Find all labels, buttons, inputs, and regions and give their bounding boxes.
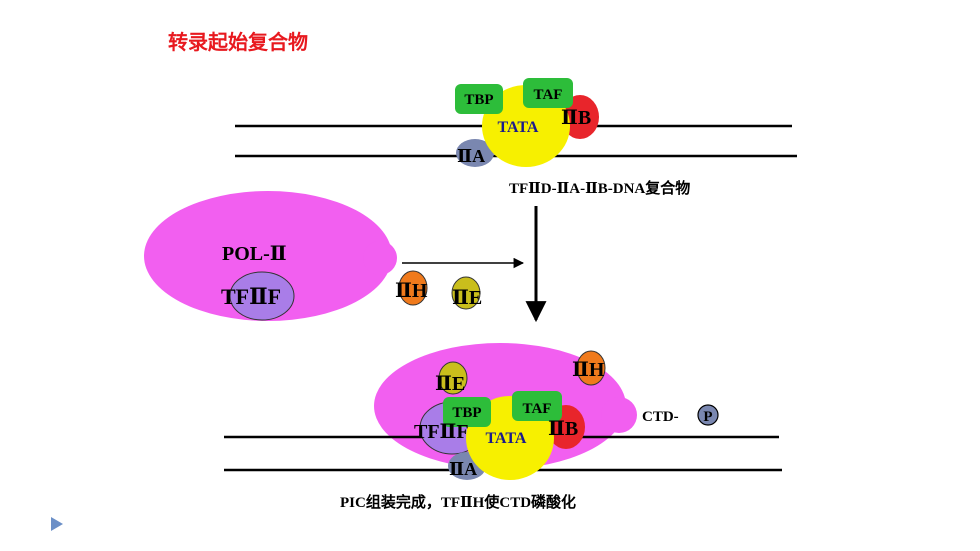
free-factors: ⅡH ⅡE — [395, 270, 482, 310]
ctd-label: CTD- — [642, 409, 679, 425]
tf2e-bottom — [438, 361, 468, 395]
tbp-bottom — [443, 397, 491, 427]
tf2f-bottom-label: TFⅡF — [414, 421, 469, 443]
tf2h-bottom-label: ⅡH — [572, 359, 605, 381]
phosphate-label: P — [703, 409, 712, 425]
tf2a-top-label: ⅡA — [457, 146, 485, 166]
tbp-top — [455, 84, 503, 114]
pol2-ctd-knob-bottom — [601, 397, 637, 433]
top-complex-caption: TFⅡD-ⅡA-ⅡB-DNA复合物 — [509, 179, 690, 197]
top-complex: TBP TAF TATA ⅡB ⅡA TFⅡD-ⅡA-ⅡB-DNA复合物 — [235, 78, 797, 197]
tf2f-free-label: TFⅡF — [221, 284, 281, 309]
tf2e-free — [451, 276, 481, 310]
tf2b-top-label: ⅡB — [561, 107, 591, 129]
tata-top-label: TATA — [498, 119, 539, 136]
bottom-complex-caption: PIC组装完成，TFⅡH使CTD磷酸化 — [340, 493, 576, 511]
slide-title: 转录起始复合物 — [168, 30, 308, 54]
tf2h-free-label: ⅡH — [395, 280, 428, 302]
tbp-top-label: TBP — [464, 92, 493, 108]
tf2f-free — [229, 271, 295, 321]
pol2-body — [144, 191, 392, 321]
taf-top — [523, 78, 573, 108]
taf-bottom-label: TAF — [523, 401, 552, 417]
tf2b-bottom-label: ⅡB — [548, 418, 578, 440]
tf2e-free-label: ⅡE — [452, 287, 482, 309]
tf2a-top — [456, 139, 494, 167]
phosphate-badge — [697, 404, 719, 426]
tata-bottom-label: TATA — [486, 430, 527, 447]
polymerase-group: POL-Ⅱ TFⅡF — [144, 191, 397, 321]
tbp-bottom-label: TBP — [452, 405, 481, 421]
pol2-ctd-knob — [363, 241, 397, 275]
pol2-label: POL-Ⅱ — [222, 243, 287, 265]
bottom-complex: ⅡE ⅡH TFⅡF TBP TAF TATA ⅡB ⅡA CTD- P PIC… — [224, 343, 782, 511]
tf2h-bottom — [576, 350, 606, 386]
next-slide-icon[interactable] — [51, 517, 63, 531]
taf-top-label: TAF — [534, 87, 563, 103]
taf-bottom — [512, 391, 562, 421]
tf2h-free — [398, 270, 428, 306]
tf2e-bottom-label: ⅡE — [435, 373, 465, 395]
tf2a-bottom-label: ⅡA — [449, 459, 477, 479]
